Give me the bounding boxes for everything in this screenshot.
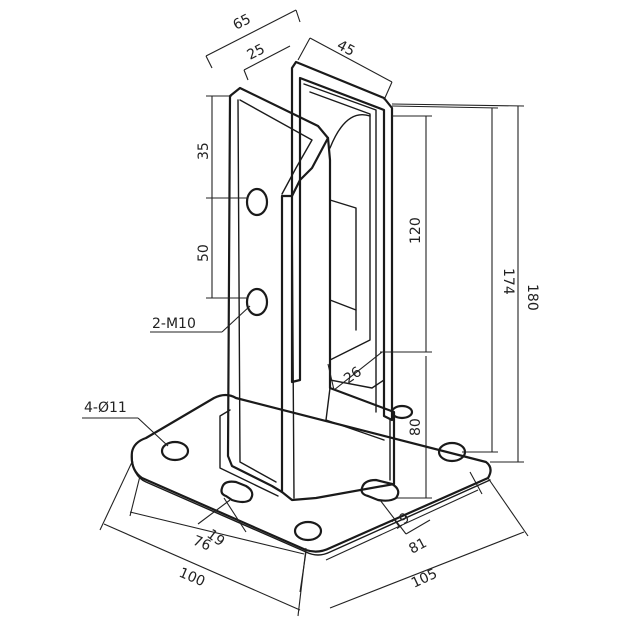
dim-top-inner: 25 <box>243 41 291 81</box>
bolt-hole-bottom <box>245 287 269 317</box>
dim-total-inner: 174 <box>391 105 516 453</box>
bolt-hole-top <box>245 187 269 217</box>
base-slot-left <box>220 480 254 504</box>
svg-text:80: 80 <box>408 418 424 436</box>
dim-slot-height: 120 <box>380 115 432 353</box>
svg-text:65: 65 <box>231 11 254 33</box>
base-hole-front-left <box>160 440 190 462</box>
dim-total-height: 180 <box>391 103 540 463</box>
svg-text:180: 180 <box>524 284 540 311</box>
svg-text:2-M10: 2-M10 <box>152 316 196 332</box>
svg-text:4-Ø11: 4-Ø11 <box>84 400 127 416</box>
base-hole-front <box>293 520 323 542</box>
svg-text:105: 105 <box>409 566 440 592</box>
dim-base-right: 19 81 105 <box>299 471 529 609</box>
svg-text:174: 174 <box>500 268 516 295</box>
svg-text:35: 35 <box>196 142 212 160</box>
dim-top-width: 65 <box>205 9 301 69</box>
svg-text:45: 45 <box>334 37 357 59</box>
label-base-holes: 4-Ø11 <box>82 400 169 447</box>
dim-hole-vertical: 35 50 <box>196 95 248 299</box>
svg-text:76: 76 <box>191 533 214 555</box>
svg-text:81: 81 <box>406 535 429 557</box>
svg-text:100: 100 <box>176 565 207 590</box>
svg-text:120: 120 <box>408 217 424 244</box>
label-bolt-holes: 2-M10 <box>150 305 251 333</box>
svg-text:50: 50 <box>196 244 212 262</box>
post-body <box>219 60 396 502</box>
svg-text:25: 25 <box>245 41 268 63</box>
dim-top-depth: 45 <box>297 37 393 101</box>
svg-text:26: 26 <box>341 364 365 387</box>
base-slot-right <box>360 478 400 502</box>
base-plate <box>130 393 492 556</box>
dim-base-to-slot: 80 <box>396 356 432 499</box>
